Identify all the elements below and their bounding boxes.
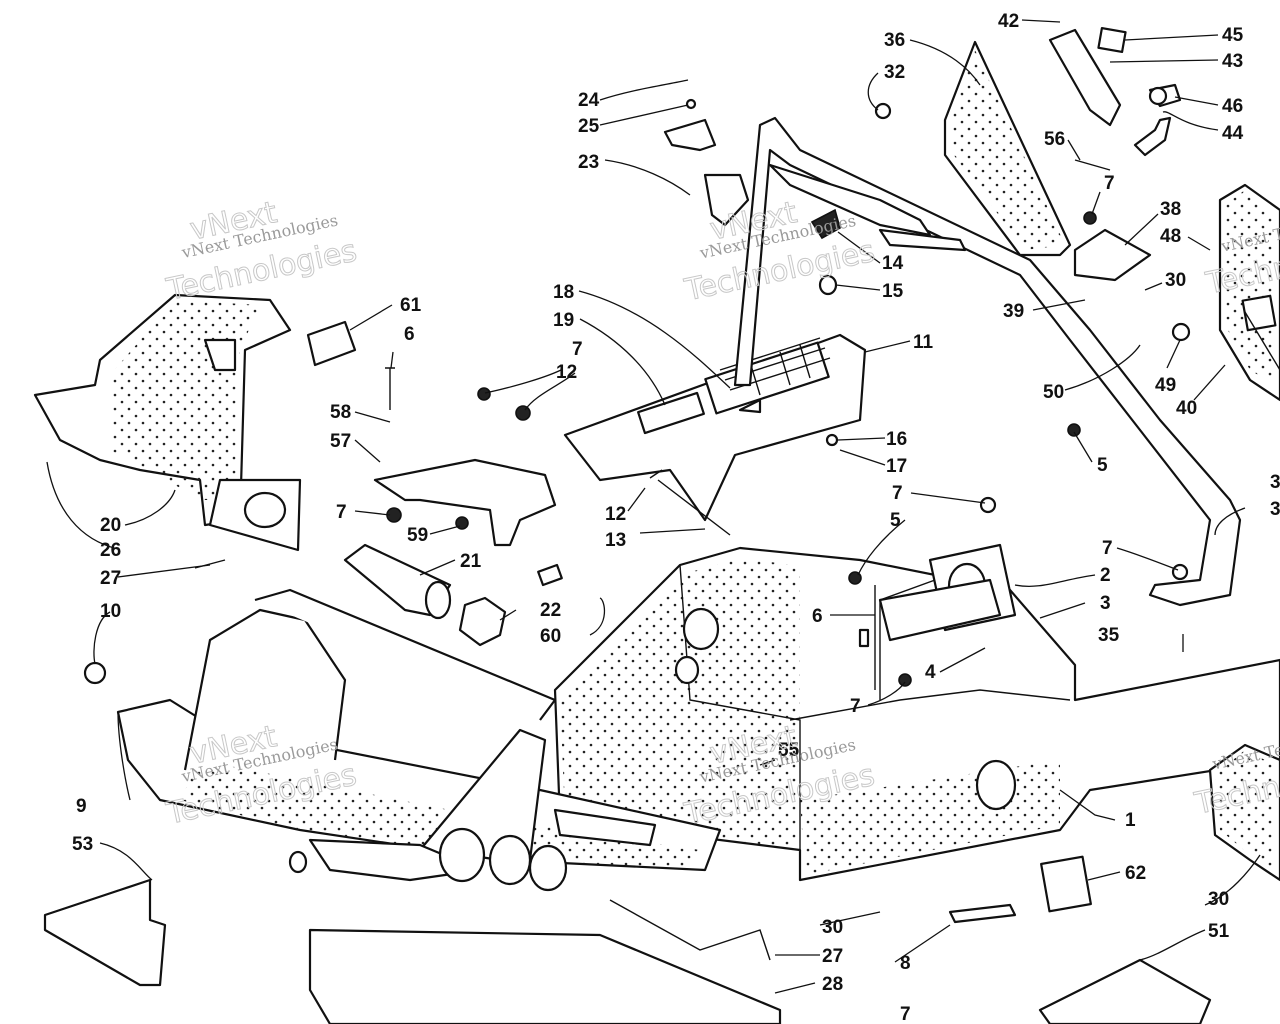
mount-plate [943, 40, 1072, 257]
callout-9: 9 [76, 796, 87, 817]
callout-labels: 1 2 3 4 5 5 6 6 7 7 7 7 7 7 7 8 9 10 11 … [72, 11, 1280, 1024]
callout-27: 27 [100, 568, 121, 589]
callout-7: 7 [1102, 538, 1113, 559]
callout-42: 42 [998, 11, 1019, 32]
callout-12: 12 [605, 504, 626, 525]
callout-30: 30 [822, 917, 843, 938]
callout-43: 43 [1222, 51, 1243, 72]
callout-25: 25 [578, 116, 600, 137]
deflector-23 [663, 118, 750, 227]
callout-49: 49 [1155, 375, 1176, 396]
callout-3: 3 [1270, 499, 1280, 520]
leader-lines [46, 19, 1261, 994]
intake-tube [343, 543, 507, 647]
watermark-upper-left: vNext vNext Technologies Technologies [163, 195, 361, 309]
callout-7: 7 [900, 1004, 911, 1024]
front-bumper-frame [116, 588, 722, 892]
callout-45: 45 [1222, 25, 1244, 46]
side-panel-lower-right [1208, 743, 1280, 882]
callout-7: 7 [572, 339, 583, 360]
callout-5: 5 [890, 510, 901, 531]
callout-53: 53 [72, 834, 93, 855]
callout-22: 22 [540, 600, 561, 621]
callout-27: 27 [822, 946, 843, 967]
knob-14 [810, 208, 841, 296]
callout-44: 44 [1222, 123, 1244, 144]
callout-26: 26 [100, 540, 121, 561]
callout-58: 58 [330, 402, 351, 423]
callout-4: 4 [925, 662, 936, 683]
callout-3: 3 [1100, 593, 1111, 614]
callout-48: 48 [1160, 226, 1181, 247]
callout-8: 8 [900, 953, 911, 974]
lower-belly-pan [308, 899, 782, 1024]
callout-46: 46 [1222, 96, 1243, 117]
callout-35: 35 [1098, 625, 1120, 646]
skid-plate [1038, 958, 1212, 1024]
callout-18: 18 [553, 282, 574, 303]
callout-28: 28 [822, 974, 843, 995]
callout-50: 50 [1043, 382, 1064, 403]
callout-6: 6 [812, 606, 823, 627]
dash-console [563, 333, 867, 522]
decal-53 [43, 878, 167, 987]
callout-3: 3 [1270, 472, 1280, 493]
pad-61 [306, 320, 357, 367]
chassis-frame [553, 546, 1280, 882]
callout-15: 15 [882, 281, 904, 302]
callout-21: 21 [460, 551, 482, 572]
callout-57: 57 [330, 431, 351, 452]
callout-38: 38 [1160, 199, 1181, 220]
mount-bracket-57 [373, 458, 563, 587]
handlebar-support-tube [733, 116, 1242, 607]
callout-11: 11 [913, 332, 934, 353]
nose-cone-left [33, 293, 302, 552]
callout-7: 7 [892, 483, 903, 504]
bracket-38 [1073, 228, 1152, 282]
callout-14: 14 [882, 253, 904, 274]
callout-20: 20 [100, 515, 121, 536]
fasteners [83, 86, 1280, 924]
callout-13: 13 [605, 530, 626, 551]
steering-post-bracket [878, 543, 1017, 642]
callout-56: 56 [1044, 129, 1065, 150]
callout-7: 7 [336, 502, 347, 523]
callout-19: 19 [553, 310, 574, 331]
callout-5: 5 [1097, 455, 1108, 476]
callout-17: 17 [886, 456, 907, 477]
callout-30: 30 [1208, 889, 1229, 910]
callout-30: 30 [1165, 270, 1186, 291]
callout-23: 23 [578, 152, 599, 173]
callout-40: 40 [1176, 398, 1197, 419]
callout-10: 10 [100, 601, 121, 622]
callout-6: 6 [404, 324, 415, 345]
callout-59: 59 [407, 525, 428, 546]
callout-1: 1 [1125, 810, 1136, 831]
callout-7: 7 [850, 696, 861, 717]
callout-36: 36 [884, 30, 905, 51]
lever-assembly [1048, 26, 1182, 157]
callout-60: 60 [540, 626, 561, 647]
callout-2: 2 [1100, 565, 1111, 586]
callout-39: 39 [1003, 301, 1024, 322]
callout-7: 7 [1104, 173, 1115, 194]
callout-24: 24 [578, 90, 600, 111]
callout-12: 12 [556, 362, 577, 383]
callout-61: 61 [400, 295, 422, 316]
callout-62: 62 [1125, 863, 1146, 884]
callout-32: 32 [884, 62, 905, 83]
callout-55: 55 [778, 740, 800, 761]
callout-51: 51 [1208, 921, 1230, 942]
callout-16: 16 [886, 429, 907, 450]
